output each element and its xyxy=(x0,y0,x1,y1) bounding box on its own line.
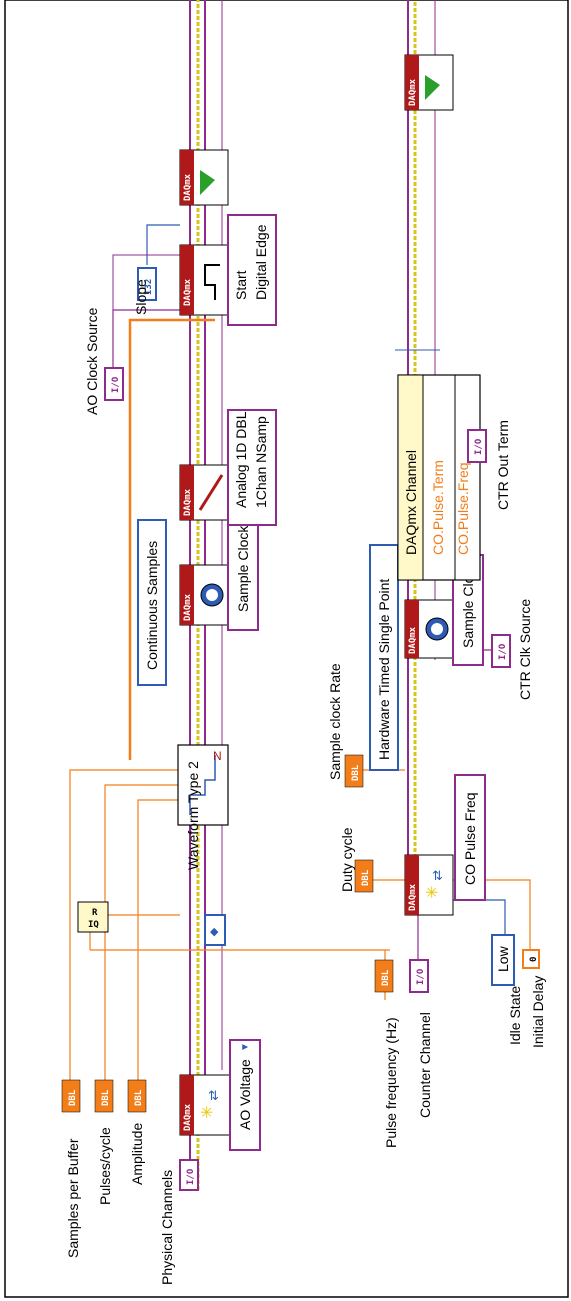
svg-text:DBL: DBL xyxy=(381,969,391,986)
svg-text:1Chan NSamp: 1Chan NSamp xyxy=(253,416,269,508)
svg-text:Low: Low xyxy=(495,945,511,972)
sample-clock-ao-selector[interactable]: Sample Clock xyxy=(227,519,259,631)
svg-text:✳: ✳ xyxy=(425,885,438,902)
duty-cycle-label: Duty cycle xyxy=(339,827,355,892)
svg-text:Continuous Samples: Continuous Samples xyxy=(144,541,160,670)
analog-1d-selector[interactable]: Analog 1D DBL 1Chan NSamp xyxy=(227,409,277,526)
amplitude-terminal[interactable]: DBL xyxy=(127,1079,147,1113)
daqmx-timing-ao[interactable]: DAQmx xyxy=(179,564,229,626)
svg-text:DAQmx: DAQmx xyxy=(183,173,193,201)
svg-text:Sample Clock: Sample Clock xyxy=(235,525,251,612)
svg-text:DBL: DBL xyxy=(361,869,371,886)
slope-label: Slope xyxy=(133,279,149,315)
svg-text:DAQmx: DAQmx xyxy=(183,593,193,621)
hw-timed-selector[interactable]: Hardware Timed Single Point xyxy=(369,544,399,771)
ao-clock-source-label: AO Clock Source xyxy=(84,307,100,415)
svg-text:Start: Start xyxy=(233,270,249,300)
svg-text:I32: I32 xyxy=(144,279,154,295)
waveform-generator-node[interactable]: N xyxy=(177,744,229,826)
svg-text:DAQmx: DAQmx xyxy=(408,883,418,911)
counter-channel-terminal[interactable]: I/O xyxy=(409,959,429,993)
idle-state-label: Idle State xyxy=(507,986,523,1045)
pulse-frequency-label: Pulse frequency (Hz) xyxy=(383,1017,399,1148)
ao-voltage-selector[interactable]: AO Voltage ▼ xyxy=(229,1039,261,1151)
samples-per-buffer-terminal[interactable]: DBL xyxy=(61,1079,81,1113)
svg-text:I/O: I/O xyxy=(186,1168,196,1185)
svg-text:Analog 1D DBL: Analog 1D DBL xyxy=(233,411,249,508)
daqmx-create-channel-co[interactable]: DAQmx ✳ ⇅ xyxy=(404,854,454,916)
svg-text:✳: ✳ xyxy=(200,1105,213,1122)
amplitude-label: Amplitude xyxy=(129,1123,145,1185)
svg-text:CO.Pulse.Freq: CO.Pulse.Freq xyxy=(455,462,471,555)
start-digital-edge-selector[interactable]: Start Digital Edge xyxy=(227,214,277,326)
sample-clock-rate-label: Sample clock Rate xyxy=(327,663,343,780)
duty-cycle-terminal[interactable]: DBL xyxy=(354,859,374,893)
divide-node[interactable]: R IQ xyxy=(77,901,109,933)
svg-text:CO Pulse Freq: CO Pulse Freq xyxy=(462,792,478,885)
svg-text:IQ: IQ xyxy=(88,920,99,930)
initial-delay-label: Initial Delay xyxy=(530,976,546,1048)
waveform-type-label: Waveform Type 2 xyxy=(185,761,201,870)
svg-text:DAQmx: DAQmx xyxy=(183,1103,193,1131)
ctr-out-term-label: CTR Out Term xyxy=(495,420,511,510)
svg-text:DAQmx Channel: DAQmx Channel xyxy=(403,450,419,555)
daqmx-channel-property-node[interactable]: DAQmx Channel CO.Pulse.Term CO.Pulse.Fre… xyxy=(397,374,481,581)
daqmx-trigger-ao[interactable]: DAQmx xyxy=(179,244,229,316)
svg-text:Sample Clock: Sample Clock xyxy=(460,561,476,648)
svg-text:DBL: DBL xyxy=(134,1089,144,1106)
svg-text:I/O: I/O xyxy=(416,968,426,985)
svg-text:R: R xyxy=(92,908,98,918)
ao-clock-source-terminal[interactable]: I/O xyxy=(104,367,124,401)
svg-text:DAQmx: DAQmx xyxy=(408,78,418,106)
svg-text:◆: ◆ xyxy=(210,926,219,938)
continuous-samples-selector[interactable]: Continuous Samples xyxy=(137,519,167,686)
initial-delay-constant[interactable]: 0 xyxy=(522,949,540,969)
svg-text:0: 0 xyxy=(529,957,539,962)
ctr-clk-source-terminal[interactable]: I/O xyxy=(491,634,511,668)
svg-text:I/O: I/O xyxy=(111,376,121,393)
pulse-frequency-terminal[interactable]: DBL xyxy=(374,959,394,993)
svg-text:DBL: DBL xyxy=(351,764,361,781)
daqmx-timing-co[interactable]: DAQmx xyxy=(404,599,454,659)
daqmx-create-channel-ao[interactable]: DAQmx ✳ ⇅ xyxy=(179,1074,231,1136)
svg-text:Digital Edge: Digital Edge xyxy=(253,224,269,300)
svg-text:▼: ▼ xyxy=(240,1042,251,1052)
svg-text:AO Voltage: AO Voltage xyxy=(237,1059,253,1130)
svg-text:DAQmx: DAQmx xyxy=(408,626,418,654)
daqmx-start-task-co[interactable]: DAQmx xyxy=(404,54,454,111)
idle-state-selector[interactable]: Low xyxy=(491,934,515,986)
physical-channels-label: Physical Channels xyxy=(159,1170,175,1285)
svg-text:DAQmx: DAQmx xyxy=(183,278,193,306)
svg-text:I/O: I/O xyxy=(474,438,484,455)
daqmx-start-task-ao[interactable]: DAQmx xyxy=(179,149,229,206)
physical-channels-terminal[interactable]: I/O xyxy=(179,1159,199,1191)
svg-text:DBL: DBL xyxy=(68,1089,78,1106)
pulses-cycle-terminal[interactable]: DBL xyxy=(94,1079,114,1113)
counter-channel-label: Counter Channel xyxy=(417,1012,433,1118)
ctr-clk-source-label: CTR Clk Source xyxy=(517,599,533,700)
svg-text:⇅: ⇅ xyxy=(432,868,443,883)
samples-per-buffer-label: Samples per Buffer xyxy=(65,1138,81,1258)
co-pulse-freq-selector[interactable]: CO Pulse Freq xyxy=(454,774,486,901)
svg-text:DAQmx: DAQmx xyxy=(183,488,193,516)
slope-terminal[interactable]: I32 xyxy=(137,267,157,301)
ctr-out-term-terminal[interactable]: I/O xyxy=(467,429,487,463)
svg-text:DBL: DBL xyxy=(101,1089,111,1106)
svg-text:Hardware Timed Single Point: Hardware Timed Single Point xyxy=(376,579,392,760)
sample-clock-rate-terminal[interactable]: DBL xyxy=(344,754,364,788)
svg-text:CO.Pulse.Term: CO.Pulse.Term xyxy=(430,460,446,555)
svg-text:N: N xyxy=(213,749,222,763)
svg-text:I/O: I/O xyxy=(498,643,508,660)
pulses-cycle-label: Pulses/cycle xyxy=(97,1127,113,1205)
daqmx-write-ao[interactable]: DAQmx xyxy=(179,464,229,521)
svg-text:⇅: ⇅ xyxy=(208,1088,219,1103)
waveform-ring-constant[interactable]: ◆ xyxy=(204,914,226,946)
